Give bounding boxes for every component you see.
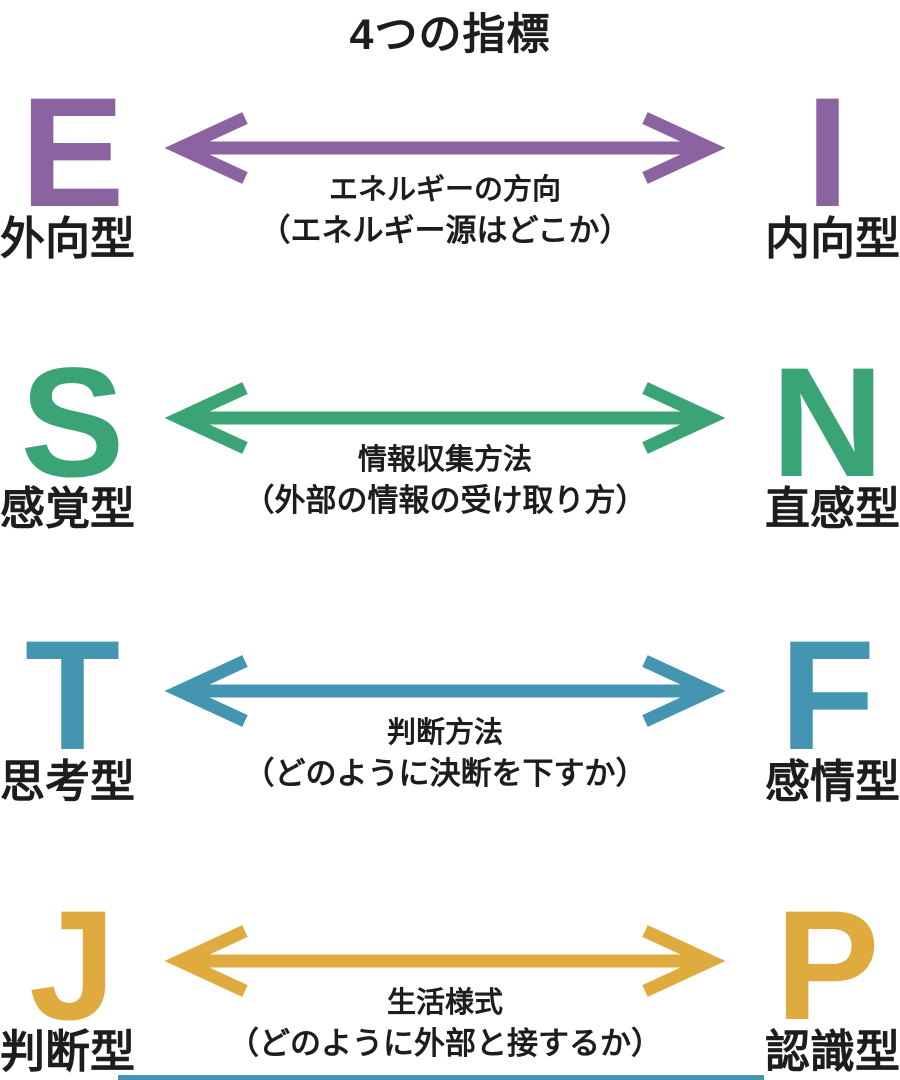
- pole-label-extravert: 外向型: [0, 213, 136, 264]
- dimension-heading: 情報収集方法: [357, 444, 532, 476]
- page-title: 4つの指標: [349, 11, 551, 59]
- double-arrow-icon: [164, 925, 726, 997]
- dimension-row-information: S 情報収集方法 （外部の情報の受け取り方） 感覚型 直感型 N: [0, 345, 900, 560]
- letter-j: J: [29, 879, 116, 1053]
- pole-label-sensing: 感覚型: [0, 483, 136, 534]
- letter-f: F: [779, 609, 876, 783]
- dimension-subtext: （どのように決断を下すか）: [243, 756, 647, 791]
- bottom-divider-bar: [118, 1075, 764, 1080]
- letter-s: S: [20, 336, 125, 510]
- pole-label-intuition: 直感型: [764, 483, 900, 534]
- pole-label-perceiving: 認識型: [764, 1026, 900, 1077]
- letter-n: N: [771, 336, 884, 510]
- dimension-subtext: （外部の情報の受け取り方）: [243, 483, 647, 518]
- letter-e: E: [20, 66, 125, 240]
- pole-label-introvert: 内向型: [764, 213, 900, 264]
- dimension-subtext: （どのように外部と接するか）: [228, 1026, 662, 1061]
- pole-label-feeling: 感情型: [764, 756, 900, 807]
- dimension-subtext: （エネルギー源はどこか）: [259, 213, 631, 248]
- letter-i: I: [805, 66, 850, 240]
- double-arrow-icon: [164, 655, 726, 727]
- dimension-heading: 生活様式: [386, 987, 503, 1019]
- dimension-row-energy: E エネルギーの方向 （エネルギー源はどこか） 外向型 内向型 I: [0, 75, 900, 290]
- letter-t: T: [24, 609, 121, 783]
- dimension-heading: 判断方法: [386, 717, 503, 749]
- dimension-heading: エネルギーの方向: [328, 174, 561, 206]
- dimension-row-lifestyle: J 生活様式 （どのように外部と接するか） 判断型 認識型 P: [0, 888, 900, 1080]
- dimension-row-judgment: T 判断方法 （どのように決断を下すか） 思考型 感情型 F: [0, 618, 900, 833]
- letter-p: P: [775, 879, 880, 1053]
- pole-label-judging: 判断型: [0, 1026, 136, 1077]
- double-arrow-icon: [164, 112, 726, 184]
- double-arrow-icon: [164, 382, 726, 454]
- pole-label-thinking: 思考型: [0, 756, 136, 807]
